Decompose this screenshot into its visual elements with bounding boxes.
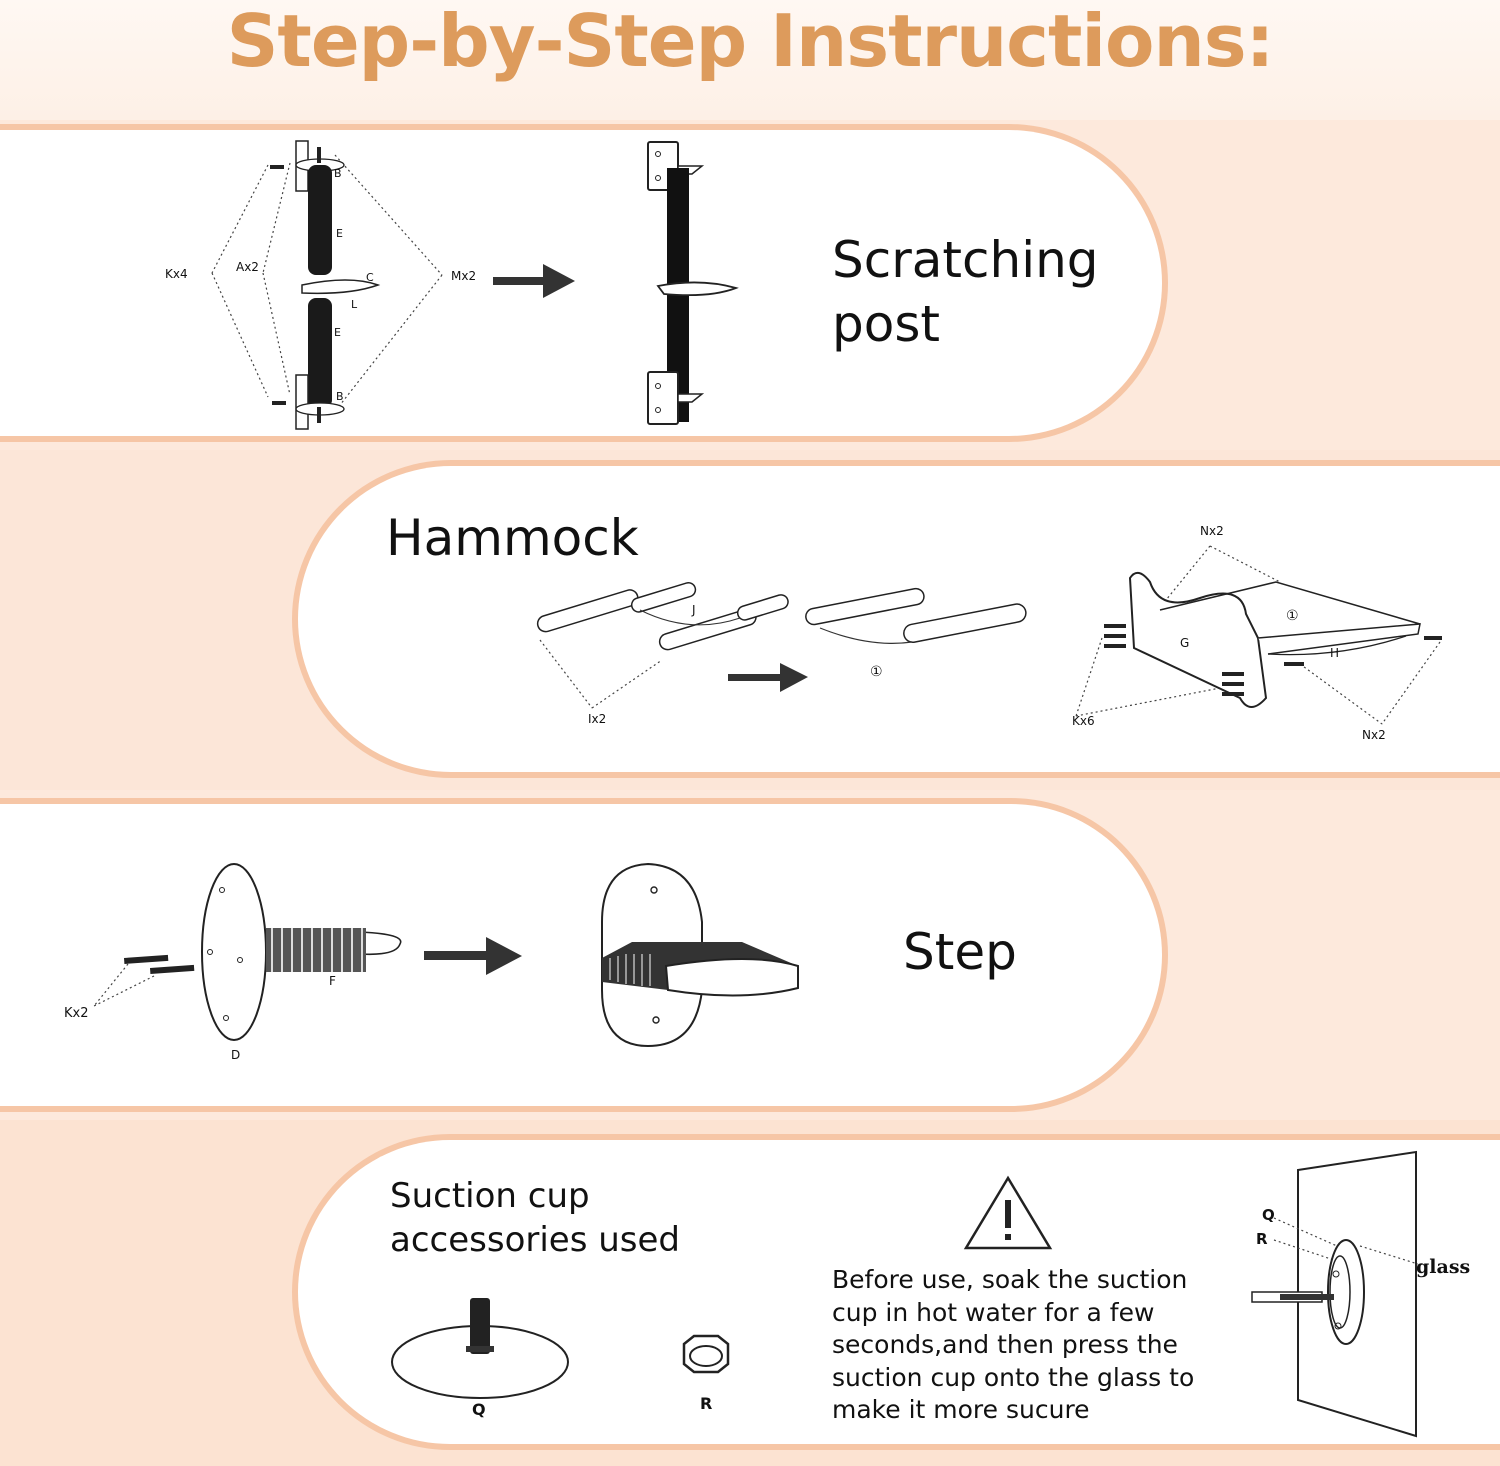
arrow-right-icon — [493, 264, 575, 298]
part-h-label: H — [1330, 646, 1340, 660]
page-title-text: Step-by-Step Instructions: — [226, 0, 1275, 83]
hammock-frame-diagram — [1075, 545, 1442, 725]
step-assembled-diagram — [601, 862, 799, 1048]
warning-triangle-icon — [963, 1175, 1053, 1250]
glass-label: glass — [1416, 1256, 1471, 1278]
part-k-label: Kx4 — [165, 267, 188, 281]
step-label: Step — [903, 923, 1017, 981]
page-title: Step-by-Step Instructions: — [0, 0, 1500, 120]
part-d-label: D — [231, 1048, 241, 1062]
suction-cup-label: Suction cup accessories used — [390, 1176, 680, 1260]
step-exploded-diagram — [93, 863, 402, 1041]
part-l-label: L — [351, 298, 358, 311]
scratching-post-exploded-diagram — [211, 140, 443, 430]
hammock-assembled-diagram — [805, 587, 1027, 644]
part-r-label: R — [700, 1394, 713, 1413]
arrow-right-icon — [728, 663, 808, 692]
part-a-label: Ax2 — [236, 260, 259, 274]
part-r-glass-label: R — [1256, 1230, 1268, 1248]
part-e-top-label: E — [336, 227, 343, 240]
glass-mount-diagram — [1251, 1150, 1419, 1438]
nut-r-diagram — [682, 1334, 730, 1374]
part-i-label: Ix2 — [588, 712, 607, 726]
part-q-label: Q — [472, 1400, 486, 1419]
part-k2-label: Kx2 — [64, 1006, 89, 1021]
suction-cup-q-diagram — [391, 1298, 569, 1399]
part-e-bottom-label: E — [334, 326, 341, 339]
scratching-post-assembled-diagram — [647, 141, 739, 425]
part-n-top-label: Nx2 — [1200, 524, 1224, 538]
part-b-bottom-label: B — [336, 390, 344, 403]
part-k6-label: Kx6 — [1072, 714, 1095, 728]
hammock-panel — [292, 460, 1500, 778]
part-g-label: G — [1180, 636, 1190, 650]
part-c-label: C — [366, 271, 374, 284]
part-q-glass-label: Q — [1262, 1206, 1275, 1224]
part-j-label: J — [692, 603, 696, 617]
hammock-parts-diagram — [536, 582, 789, 709]
part-n-bottom-label: Nx2 — [1362, 728, 1386, 742]
part-one-frame-label: ① — [1286, 608, 1299, 624]
hammock-label: Hammock — [386, 509, 639, 567]
part-m-label: Mx2 — [451, 269, 477, 283]
part-b-top-label: B — [334, 167, 342, 180]
scratching-post-panel — [0, 124, 1168, 442]
part-f-label: F — [329, 974, 336, 988]
arrow-right-icon — [424, 937, 522, 975]
scratching-post-label: Scratching post — [832, 231, 1099, 353]
part-one-label: ① — [870, 664, 883, 680]
warning-text: Before use, soak the suction cup in hot … — [832, 1265, 1195, 1424]
step-panel — [0, 798, 1168, 1112]
